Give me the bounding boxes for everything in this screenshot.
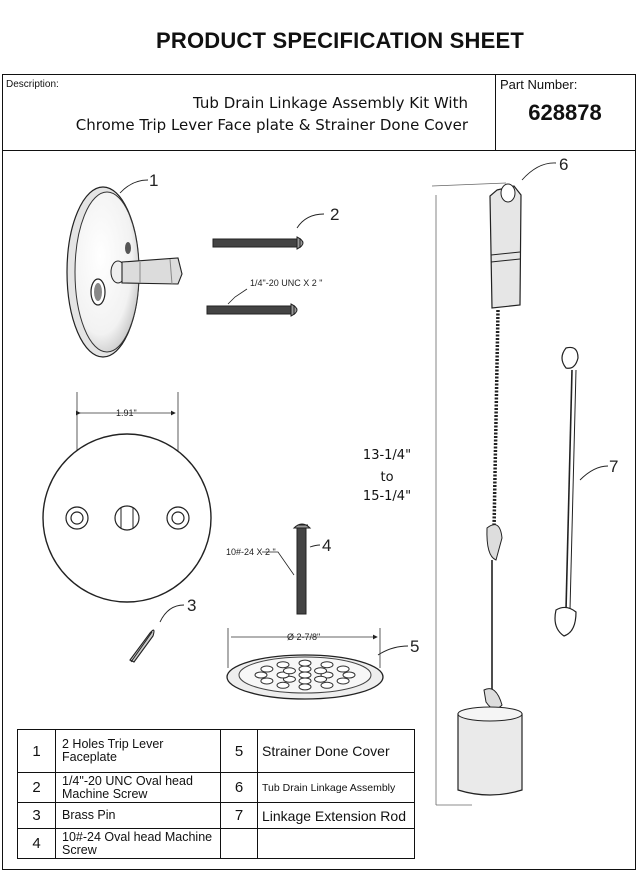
part-name-cell: 10#-24 Oval head Machine Screw	[55, 828, 221, 859]
callout-leader-2	[296, 213, 325, 229]
dim-leader-2	[227, 288, 248, 305]
part-name-cell: Brass Pin	[55, 802, 221, 829]
parts-table-row: 2 1/4"-20 UNC Oval head Machine Screw 6 …	[17, 772, 415, 803]
part-number-cell: 1	[17, 729, 56, 773]
description-label: Description:	[6, 79, 59, 90]
strainer-hole	[276, 681, 290, 689]
strainer-hole	[298, 665, 312, 673]
strainer-hole	[254, 671, 268, 679]
callout-1: 1	[149, 171, 158, 190]
strainer-hole	[320, 661, 334, 669]
strainer-hole	[298, 659, 312, 667]
callout-3: 3	[187, 596, 196, 615]
strainer-hole	[282, 667, 296, 675]
header-divider	[2, 150, 636, 151]
part-name-cell: Strainer Done Cover	[257, 729, 415, 773]
part-number-cell	[220, 828, 258, 859]
strainer-hole	[298, 677, 312, 685]
strainer-hole	[260, 665, 274, 673]
oval-head-screw-vertical	[292, 523, 312, 615]
strainer-hole	[260, 677, 274, 685]
strainer-hole	[336, 665, 350, 673]
screw-2-dimension: 1/4"-20 UNC X 2 "	[250, 278, 322, 288]
callout-leader-7	[579, 465, 609, 481]
strainer-hole	[276, 661, 290, 669]
strainer-diameter: Ø 2-7/8"	[287, 632, 320, 642]
part-number-divider	[495, 74, 496, 150]
parts-table-row: 3 Brass Pin 7 Linkage Extension Rod	[17, 802, 415, 829]
dim-leader-4	[262, 551, 295, 576]
strainer-hole	[342, 671, 356, 679]
strainer-hole	[336, 677, 350, 685]
callout-6: 6	[559, 155, 568, 174]
part-number-label: Part Number:	[500, 77, 578, 92]
strainer-hole	[314, 675, 328, 683]
faceplate-front-view	[42, 392, 212, 603]
tub-drain-linkage	[431, 182, 523, 806]
brass-pin	[129, 629, 155, 663]
description-line-2: Chrome Trip Lever Face plate & Strainer …	[75, 116, 468, 134]
strainer-hole	[320, 681, 334, 689]
part-number-cell: 4	[17, 828, 56, 859]
strainer-hole	[298, 683, 312, 691]
oval-head-screw-upper	[212, 236, 304, 250]
callout-leader-1	[119, 179, 149, 194]
callout-leader-6	[521, 162, 557, 181]
part-number-cell: 6	[220, 772, 258, 803]
parts-table: 1 2 Holes Trip Lever Faceplate 5 Straine…	[17, 729, 415, 859]
sheet-title: PRODUCT SPECIFICATION SHEET	[155, 28, 524, 53]
part-name-cell: Tub Drain Linkage Assembly	[257, 772, 415, 803]
description-line-1: Tub Drain Linkage Assembly Kit With	[193, 94, 468, 112]
part-number-cell: 5	[220, 729, 258, 773]
linkage-length-to: to	[380, 470, 394, 485]
strainer-cover	[226, 628, 384, 700]
parts-table-row: 1 2 Holes Trip Lever Faceplate 5 Straine…	[17, 729, 415, 773]
linkage-length-max: 15-1/4"	[362, 489, 412, 504]
strainer-hole	[298, 671, 312, 679]
part-name-cell: Linkage Extension Rod	[257, 802, 415, 829]
part-number-value: 628878	[528, 100, 602, 125]
part-name-cell: 2 Holes Trip Lever Faceplate	[55, 729, 221, 773]
callout-leader-5	[377, 645, 409, 656]
part-name-cell	[257, 828, 415, 859]
description-text: Tub Drain Linkage Assembly Kit With Chro…	[20, 92, 468, 136]
faceplate-hole-spacing: 1.91"	[116, 408, 137, 418]
callout-4: 4	[322, 536, 331, 555]
part-name-cell: 1/4"-20 UNC Oval head Machine Screw	[55, 772, 221, 803]
callout-5: 5	[410, 637, 419, 656]
part-number-cell: 7	[220, 802, 258, 829]
sheet-frame	[2, 74, 636, 870]
linkage-extension-rod	[554, 346, 579, 637]
linkage-length-min: 13-1/4"	[362, 448, 412, 463]
part-number-cell: 3	[17, 802, 56, 829]
callout-7: 7	[609, 457, 618, 476]
faceplate-perspective	[66, 186, 183, 358]
screw-4-dimension: 10#-24 X 2 "	[226, 547, 276, 557]
callout-2: 2	[330, 205, 339, 224]
strainer-hole	[314, 667, 328, 675]
callout-leader-4	[309, 544, 321, 548]
oval-head-screw-lower	[206, 303, 298, 317]
parts-table-row: 4 10#-24 Oval head Machine Screw	[17, 828, 415, 859]
callout-leader-3	[159, 604, 185, 623]
part-number-cell: 2	[17, 772, 56, 803]
